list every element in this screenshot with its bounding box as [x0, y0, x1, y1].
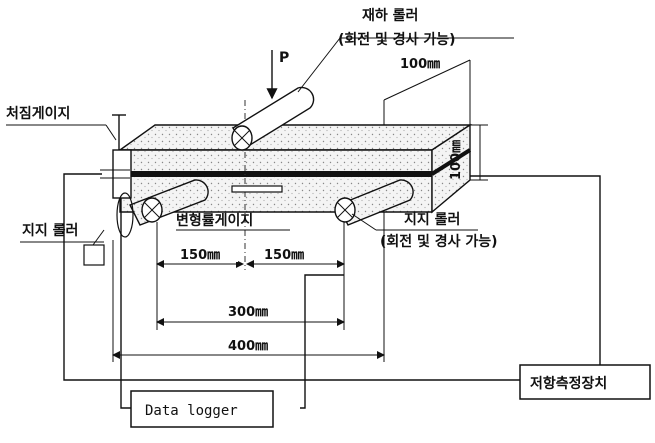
dim-half-left: 150㎜	[180, 248, 220, 263]
dim-height: 100㎜	[449, 140, 464, 180]
dim-half-right: 150㎜	[264, 248, 304, 263]
support-roller-right-label: 지지 롤러	[404, 212, 460, 228]
dim-length: 400㎜	[228, 339, 268, 354]
dim-span: 300㎜	[228, 305, 268, 320]
data-logger-label: Data logger	[145, 403, 238, 419]
support-roller-right-note: (회전 및 경사 가능)	[380, 233, 498, 250]
resistance-meter-label: 저항측정장치	[530, 375, 607, 392]
deflection-gauge-label: 처짐게이지	[6, 105, 70, 122]
dim-width: 100㎜	[400, 57, 440, 72]
support-roller-left-label: 지지 롤러	[22, 223, 78, 239]
loading-roller	[231, 86, 315, 151]
load-label: P	[279, 50, 289, 66]
strain-gauge	[231, 185, 283, 193]
strain-gauge-label: 변형률게이지	[176, 212, 253, 229]
support-roller-right	[334, 179, 414, 226]
loading-roller-label: 재하 롤러	[362, 7, 418, 24]
data-logger-box: Data logger	[130, 390, 274, 428]
deflection-gauge	[83, 114, 134, 266]
loading-roller-note: (회전 및 경사 가능)	[338, 31, 456, 48]
support-roller-left	[129, 179, 209, 226]
resistance-meter-box: 저항측정장치	[519, 364, 651, 400]
